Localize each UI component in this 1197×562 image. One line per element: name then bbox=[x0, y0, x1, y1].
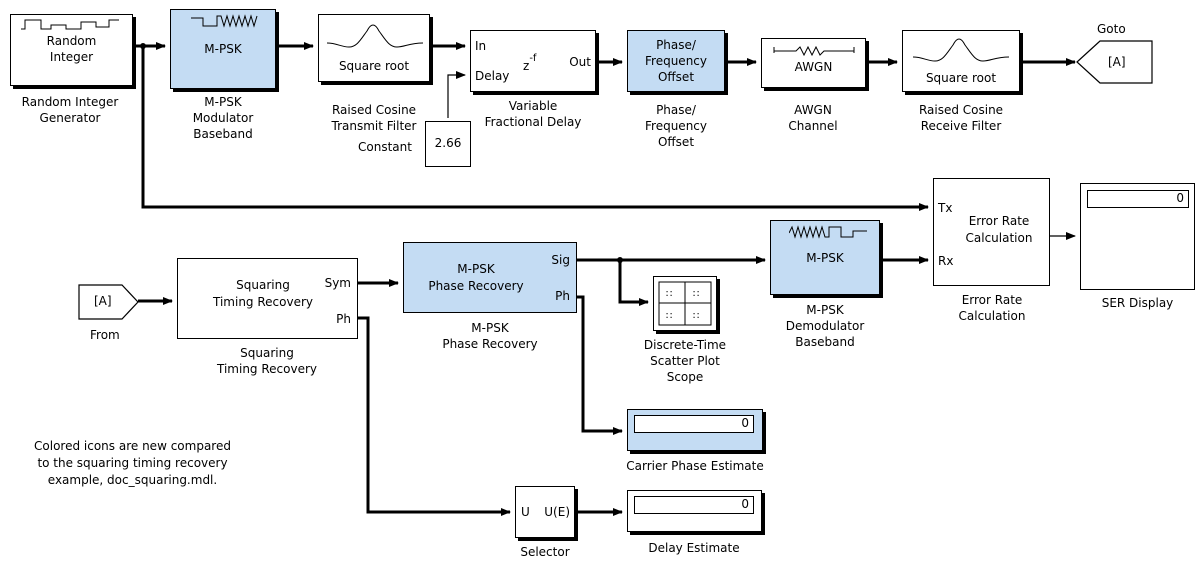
phase-recovery-ph-port: Ph bbox=[555, 289, 570, 303]
selector-block[interactable]: U U(E) bbox=[515, 486, 575, 538]
awgn-caption: AWGN Channel bbox=[788, 103, 838, 133]
squaring-ph-port: Ph bbox=[336, 312, 351, 326]
phase-recovery-icon-label: M-PSK Phase Recovery bbox=[428, 262, 524, 293]
from-block[interactable] bbox=[78, 284, 140, 320]
goto-tag: [A] bbox=[1108, 55, 1126, 69]
error-rate-calculation-block[interactable]: Tx Rx Error Rate Calculation bbox=[933, 178, 1050, 286]
random-integer-icon-label: Random Integer bbox=[46, 34, 97, 64]
svg-text:∷: ∷ bbox=[666, 311, 672, 322]
awgn-icon-label: AWGN bbox=[794, 60, 833, 74]
carrier-phase-caption: Carrier Phase Estimate bbox=[626, 459, 764, 473]
selector-caption: Selector bbox=[520, 545, 570, 559]
random-integer-caption: Random Integer Generator bbox=[21, 95, 119, 125]
squaring-icon-label: Squaring Timing Recovery bbox=[213, 278, 313, 309]
variable-fractional-delay-block[interactable]: In Delay Out z-f bbox=[470, 30, 596, 92]
phase-frequency-offset-block[interactable]: Phase/ Frequency Offset bbox=[627, 30, 725, 92]
constellation-icon: ∷ ∷ ∷ ∷ bbox=[658, 281, 712, 326]
phase-recovery-caption: M-PSK Phase Recovery bbox=[442, 321, 538, 351]
constant-block[interactable]: 2.66 bbox=[425, 121, 471, 167]
var-delay-in-port: In bbox=[475, 39, 487, 53]
sinc-pulse-icon bbox=[913, 38, 1009, 62]
random-integer-block[interactable]: Random Integer bbox=[10, 14, 133, 86]
mpsk-demod-icon-label: M-PSK bbox=[806, 251, 844, 265]
from-caption: From bbox=[90, 328, 120, 342]
squaring-caption: Squaring Timing Recovery bbox=[217, 346, 317, 376]
svg-text:∷: ∷ bbox=[693, 311, 699, 322]
rc-transmit-caption: Raised Cosine Transmit Filter bbox=[331, 103, 417, 133]
mpsk-modulator-block[interactable]: M-PSK bbox=[170, 9, 276, 89]
ser-display-block[interactable]: 0 bbox=[1080, 183, 1195, 290]
var-delay-exponent: -f bbox=[529, 53, 537, 64]
delay-estimate-value: 0 bbox=[634, 496, 754, 514]
sinc-pulse-icon bbox=[327, 24, 423, 48]
constant-caption: Constant bbox=[358, 140, 412, 154]
ser-display-caption: SER Display bbox=[1101, 296, 1174, 310]
error-rate-icon-label: Error Rate Calculation bbox=[965, 214, 1033, 245]
goto-caption: Goto bbox=[1097, 22, 1126, 36]
from-tag: [A] bbox=[94, 294, 112, 308]
random-pulse-icon bbox=[21, 19, 119, 30]
goto-block[interactable] bbox=[1076, 40, 1156, 84]
scatter-caption: Discrete-Time Scatter Plot Scope bbox=[643, 338, 727, 384]
waveform-icon bbox=[789, 225, 867, 239]
scatter-plot-scope-block[interactable]: ∷ ∷ ∷ ∷ bbox=[653, 276, 717, 331]
ser-display-value: 0 bbox=[1087, 190, 1189, 208]
waveform-icon bbox=[191, 14, 258, 28]
rc-receive-filter-block[interactable]: Square root bbox=[902, 30, 1020, 92]
carrier-phase-value: 0 bbox=[634, 415, 754, 433]
mpsk-demod-caption: M-PSK Demodulator Baseband bbox=[785, 303, 865, 349]
mpsk-modulator-caption: M-PSK Modulator Baseband bbox=[192, 95, 254, 141]
rc-transmit-filter-block[interactable]: Square root bbox=[318, 14, 430, 82]
phase-offset-caption: Phase/ Frequency Offset bbox=[645, 103, 707, 149]
mpsk-demodulator-block[interactable]: M-PSK bbox=[770, 220, 880, 295]
phase-recovery-sig-port: Sig bbox=[551, 253, 570, 267]
rc-receive-icon-label: Square root bbox=[925, 71, 997, 85]
delay-estimate-block[interactable]: 0 bbox=[627, 490, 762, 532]
error-rate-rx-port: Rx bbox=[938, 254, 954, 268]
error-rate-tx-port: Tx bbox=[938, 201, 953, 215]
selector-in-port: U bbox=[521, 505, 530, 519]
awgn-channel-block[interactable]: AWGN bbox=[761, 38, 866, 88]
mpsk-phase-recovery-block[interactable]: M-PSK Phase Recovery Sig Ph bbox=[403, 242, 577, 313]
squaring-sym-port: Sym bbox=[324, 276, 351, 290]
rc-receive-caption: Raised Cosine Receive Filter bbox=[918, 103, 1004, 133]
mpsk-modulator-icon-label: M-PSK bbox=[204, 42, 242, 56]
rc-transmit-icon-label: Square root bbox=[338, 59, 410, 73]
var-delay-delay-port: Delay bbox=[475, 69, 510, 83]
delay-estimate-caption: Delay Estimate bbox=[648, 541, 740, 555]
var-delay-transfer-function: z-f bbox=[523, 53, 536, 73]
phase-offset-icon-label: Phase/ Frequency Offset bbox=[645, 38, 707, 84]
var-delay-z: z bbox=[523, 59, 530, 73]
noise-icon bbox=[773, 45, 855, 57]
var-delay-caption: Variable Fractional Delay bbox=[484, 99, 582, 129]
annotation-note: Colored icons are new compared to the sq… bbox=[34, 439, 231, 487]
svg-text:∷: ∷ bbox=[666, 289, 672, 300]
var-delay-out-port: Out bbox=[569, 55, 591, 69]
error-rate-caption: Error Rate Calculation bbox=[958, 293, 1026, 323]
squaring-timing-recovery-block[interactable]: Squaring Timing Recovery Sym Ph bbox=[177, 258, 358, 339]
selector-out-port: U(E) bbox=[544, 505, 570, 519]
svg-text:∷: ∷ bbox=[693, 289, 699, 300]
constant-value: 2.66 bbox=[434, 136, 462, 150]
carrier-phase-estimate-block[interactable]: 0 bbox=[627, 409, 763, 451]
